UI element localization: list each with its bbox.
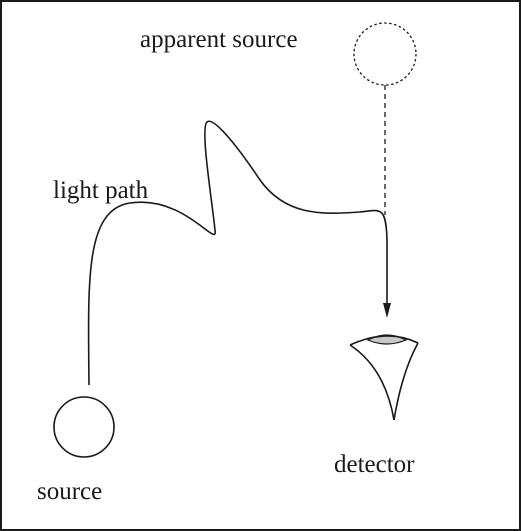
apparent-source-circle <box>353 22 417 86</box>
light-path-label: light path <box>53 177 149 204</box>
apparent-source-label: apparent source <box>140 26 298 53</box>
detector-label: detector <box>334 451 415 478</box>
arrowhead-icon <box>383 303 391 318</box>
detector-left-edge <box>349 344 395 421</box>
source-label: source <box>37 478 102 505</box>
light-path-curve <box>87 120 388 386</box>
source-circle <box>53 396 115 458</box>
detector-upper-arc <box>349 335 419 346</box>
detector-right-edge <box>393 342 419 421</box>
detector-eye-icon <box>349 334 419 421</box>
